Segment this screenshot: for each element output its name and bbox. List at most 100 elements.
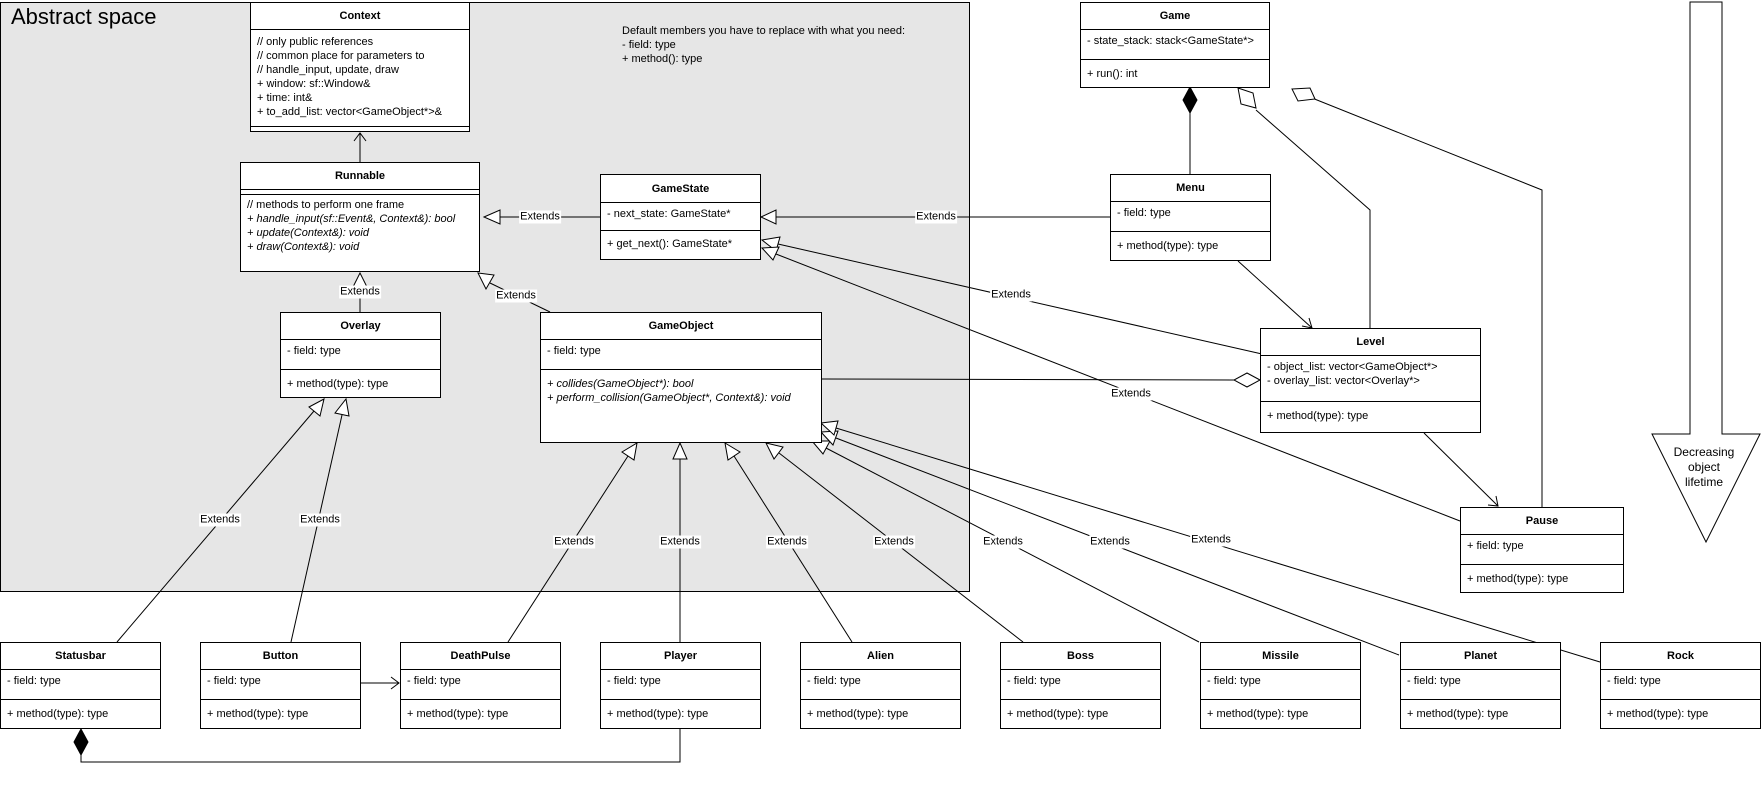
edge-button-overlay <box>290 397 350 643</box>
class-members: - field: type <box>1001 670 1160 700</box>
class-overlay[interactable]: Overlay - field: type + method(type): ty… <box>280 312 441 398</box>
member: - overlay_list: vector<Overlay*> <box>1267 375 1420 387</box>
class-methods: + method(type): type <box>1001 700 1160 725</box>
method: + method(type): type <box>207 708 309 720</box>
method: + method(type): type <box>607 708 709 720</box>
abstract-space-region: Abstract space <box>0 2 970 592</box>
class-members: - next_state: GameState* <box>601 203 760 231</box>
class-boss[interactable]: Boss - field: type + method(type): type <box>1000 642 1161 729</box>
class-methods <box>251 127 469 131</box>
class-name: Game <box>1081 3 1269 30</box>
class-methods: + method(type): type <box>1601 700 1760 725</box>
class-methods: + method(type): type <box>1111 232 1270 257</box>
class-methods: + method(type): type <box>201 700 360 725</box>
extends-label-level: Extends <box>990 288 1032 302</box>
member: - object_list: vector<GameObject*> <box>1267 361 1438 373</box>
method: + get_next(): GameState* <box>607 238 733 250</box>
class-methods: + method(type): type <box>1461 565 1623 590</box>
class-player[interactable]: Player - field: type + method(type): typ… <box>600 642 761 729</box>
class-rock[interactable]: Rock - field: type + method(type): type <box>1600 642 1761 729</box>
class-methods: + method(type): type <box>281 370 440 395</box>
class-methods: + method(type): type <box>801 700 960 725</box>
class-methods: + method(type): type <box>1 700 160 725</box>
member: + window: sf::Window& <box>257 78 371 90</box>
method: + method(type): type <box>287 378 389 390</box>
method: + perform_collision(GameObject*, Context… <box>547 392 791 404</box>
class-gameobject[interactable]: GameObject - field: type + collides(Game… <box>540 312 822 443</box>
extends-label-statusbar: Extends <box>199 513 241 527</box>
class-name: Menu <box>1111 175 1270 202</box>
class-button[interactable]: Button - field: type + method(type): typ… <box>200 642 361 729</box>
member: - field: type <box>1117 207 1171 219</box>
member: - field: type <box>407 675 461 687</box>
extends-label-player: Extends <box>659 535 701 549</box>
extends-label-gamestate: Extends <box>519 210 561 224</box>
method: + method(type): type <box>1117 240 1219 252</box>
lifetime-arrow <box>1651 1 1761 544</box>
class-methods: + method(type): type <box>401 700 560 725</box>
class-methods: + method(type): type <box>601 700 760 725</box>
edge-player-gameobject <box>672 441 688 642</box>
method: + run(): int <box>1087 68 1138 80</box>
class-statusbar[interactable]: Statusbar - field: type + method(type): … <box>0 642 161 729</box>
extends-label-alien: Extends <box>766 535 808 549</box>
class-name: Boss <box>1001 643 1160 670</box>
class-planet[interactable]: Planet - field: type + method(type): typ… <box>1400 642 1561 729</box>
class-members: - object_list: vector<GameObject*> - ove… <box>1261 356 1480 402</box>
method: + method(type): type <box>1207 708 1309 720</box>
edge-statusbar-overlay <box>116 398 325 643</box>
class-menu[interactable]: Menu - field: type + method(type): type <box>1110 174 1271 261</box>
extends-label-boss: Extends <box>873 535 915 549</box>
class-methods: + get_next(): GameState* <box>601 231 760 255</box>
member: - field: type <box>1007 675 1061 687</box>
class-name: Level <box>1261 329 1480 356</box>
method: + method(type): type <box>1407 708 1509 720</box>
method: + method(type): type <box>1467 573 1569 585</box>
member: - field: type <box>7 675 61 687</box>
member: + to_add_list: vector<GameObject*>& <box>257 106 442 118</box>
class-name: Context <box>251 3 469 30</box>
member: - state_stack: stack<GameState*> <box>1087 35 1254 47</box>
class-gamestate[interactable]: GameState - next_state: GameState* + get… <box>600 174 761 260</box>
class-name: Button <box>201 643 360 670</box>
member: - field: type <box>1607 675 1661 687</box>
class-context[interactable]: Context // only public references // com… <box>250 2 470 132</box>
class-level[interactable]: Level - object_list: vector<GameObject*>… <box>1260 328 1481 433</box>
class-members: - field: type <box>541 340 821 370</box>
class-name: GameObject <box>541 313 821 340</box>
class-deathpulse[interactable]: DeathPulse - field: type + method(type):… <box>400 642 561 729</box>
class-members: - field: type <box>1 670 160 700</box>
member: // common place for parameters to <box>257 50 425 62</box>
class-name: Overlay <box>281 313 440 340</box>
edge-level-pause <box>1423 432 1499 507</box>
class-missile[interactable]: Missile - field: type + method(type): ty… <box>1200 642 1361 729</box>
class-members: - field: type <box>1201 670 1360 700</box>
member: + field: type <box>1467 540 1524 552</box>
method: + method(type): type <box>1267 410 1369 422</box>
class-members: // only public references // common plac… <box>251 30 469 127</box>
method: + method(type): type <box>7 708 109 720</box>
class-members: - field: type <box>1111 202 1270 232</box>
member: - field: type <box>1207 675 1261 687</box>
method: + handle_input(sf::Event&, Context&): bo… <box>247 213 456 225</box>
method: // methods to perform one frame <box>247 199 405 211</box>
region-title: Abstract space <box>11 4 157 29</box>
edge-deathpulse-gameobject <box>507 442 638 643</box>
edge-menu-level <box>1237 260 1313 329</box>
class-members: - field: type <box>601 670 760 700</box>
class-alien[interactable]: Alien - field: type + method(type): type <box>800 642 961 729</box>
class-name: GameState <box>601 175 760 203</box>
extends-label-button: Extends <box>299 513 341 527</box>
extends-label-overlay: Extends <box>339 285 381 299</box>
extends-label-planet: Extends <box>1089 535 1131 549</box>
class-methods: + collides(GameObject*): bool + perform_… <box>541 370 821 409</box>
edge-gameobject-level <box>821 372 1262 388</box>
class-runnable[interactable]: Runnable // methods to perform one frame… <box>240 162 480 272</box>
extends-label-missile: Extends <box>982 535 1024 549</box>
class-game[interactable]: Game - state_stack: stack<GameState*> + … <box>1080 2 1270 88</box>
member: - field: type <box>807 675 861 687</box>
extends-label-deathpulse: Extends <box>553 535 595 549</box>
class-members: - field: type <box>401 670 560 700</box>
class-pause[interactable]: Pause + field: type + method(type): type <box>1460 507 1624 593</box>
